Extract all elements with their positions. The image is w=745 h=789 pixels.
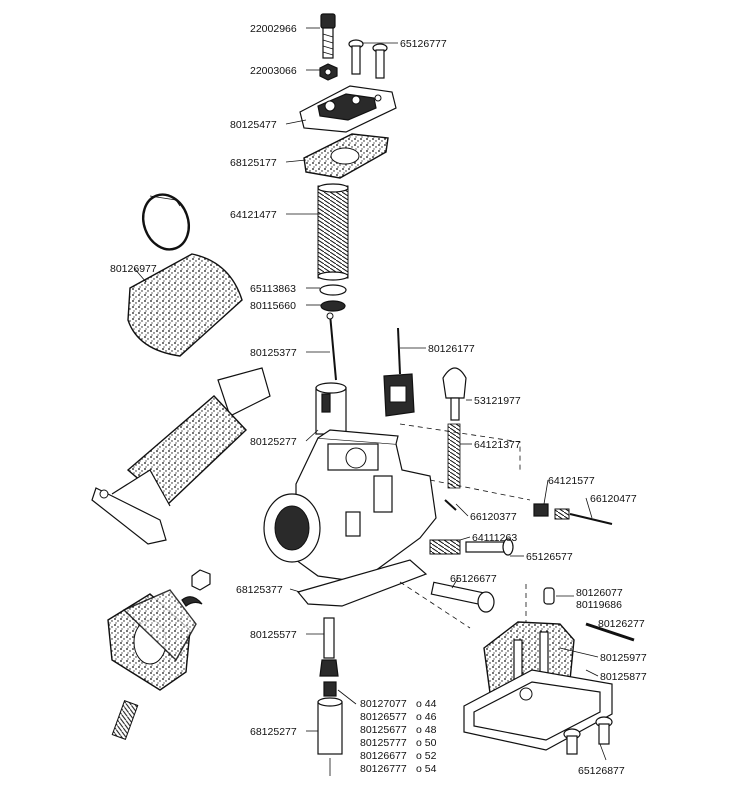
jet-table-part-2: 80126577 <box>360 711 407 723</box>
label-68125377: 68125377 <box>236 584 283 596</box>
label-65126877: 65126877 <box>578 765 625 777</box>
intake-manifold <box>91 367 271 545</box>
top-adjuster-screw <box>320 13 336 59</box>
label-80125377: 80125377 <box>250 347 297 359</box>
label-66120377: 66120377 <box>470 511 517 523</box>
needle-clip <box>319 284 347 296</box>
label-65126677: 65126677 <box>450 573 497 585</box>
label-64121477: 64121477 <box>230 209 277 221</box>
label-80126177: 80126177 <box>428 343 475 355</box>
label-80125977: 80125977 <box>600 652 647 664</box>
spring-washer <box>181 596 203 607</box>
idle-screw-assembly <box>429 538 514 556</box>
leader-lines <box>133 27 607 761</box>
throttle-slide <box>315 382 347 435</box>
jet-table-size-4: o 50 <box>416 737 437 749</box>
label-65126577: 65126577 <box>526 551 573 563</box>
label-64111263: 64111263 <box>472 532 517 544</box>
label-64121577: 64121577 <box>548 475 595 487</box>
carburetor-body <box>263 423 531 583</box>
float-pin <box>543 587 555 605</box>
label-68125177: 68125177 <box>230 157 277 169</box>
choke-plunger <box>383 327 415 417</box>
part-labels: 22002966 65126777 22003066 80125477 6812… <box>110 23 647 777</box>
needle-retainer <box>320 300 346 312</box>
tickler-spring <box>447 423 461 489</box>
banjo-bolt <box>430 581 495 613</box>
float-pin-assembly <box>533 503 613 525</box>
label-66120477: 66120477 <box>590 493 637 505</box>
intake-hose <box>127 253 243 357</box>
bowl-screws <box>563 716 613 755</box>
throttle-spring <box>317 183 349 281</box>
main-jet <box>323 681 337 697</box>
label-80125277: 80125277 <box>250 436 297 448</box>
label-80125877: 80125877 <box>600 671 647 683</box>
jet-table-size-6: o 54 <box>416 763 437 775</box>
label-53121977: 53121977 <box>474 395 521 407</box>
tickler-button <box>442 367 467 421</box>
cover-screws <box>348 39 388 79</box>
label-80126977: 80126977 <box>110 263 157 275</box>
jet-table-part-6: 80126777 <box>360 763 407 775</box>
top-cover <box>299 85 397 133</box>
flange-nut <box>191 569 211 591</box>
jet-table-part-5: 80126677 <box>360 750 407 762</box>
label-80119686: 80119686 <box>576 599 622 611</box>
mounting-stud <box>111 700 139 740</box>
label-80126077: 80126077 <box>576 587 623 599</box>
jet-table-part-3: 80125677 <box>360 724 407 736</box>
label-22002966: 22002966 <box>250 23 297 35</box>
label-80126277: 80126277 <box>598 618 645 630</box>
float-bowl <box>463 669 613 751</box>
label-22003066: 22003066 <box>250 65 297 77</box>
cover-gasket <box>303 133 389 179</box>
jet-table-size-1: o 44 <box>416 698 437 710</box>
jet-table-part-4: 80125777 <box>360 737 407 749</box>
jet-table-size-2: o 46 <box>416 711 437 723</box>
jet-needle <box>326 312 337 381</box>
jet-table-size-5: o 52 <box>416 750 437 762</box>
main-jet-size-table: 80127077 o 44 80126577 o 46 80125677 o 4… <box>360 698 437 775</box>
label-80115660: 80115660 <box>250 300 296 312</box>
label-65113863: 65113863 <box>250 283 296 295</box>
label-65126777: 65126777 <box>400 38 447 50</box>
tickler-pin <box>444 499 457 511</box>
label-80125577: 80125577 <box>250 629 297 641</box>
flange-gaskets <box>107 589 197 691</box>
needle-jet <box>319 617 339 677</box>
hose-clip <box>142 193 190 251</box>
jet-table-part-1: 80127077 <box>360 698 407 710</box>
label-80125477: 80125477 <box>230 119 277 131</box>
float-needle <box>585 622 635 642</box>
jet-holder <box>317 697 343 776</box>
lock-nut <box>319 63 338 81</box>
label-68125277: 68125277 <box>250 726 297 738</box>
jet-table-size-3: o 48 <box>416 724 437 736</box>
float-bowl-gasket <box>296 559 428 607</box>
label-64121377: 64121377 <box>474 439 521 451</box>
